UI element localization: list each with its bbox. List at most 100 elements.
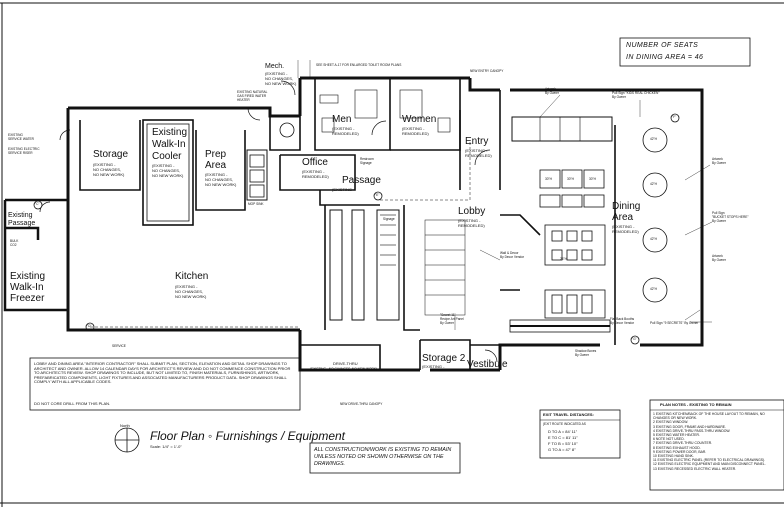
service-water-2: SERVICE WATER (8, 137, 34, 141)
pull-sign-2b: "BUCKET STOPS HERE" (712, 215, 749, 219)
dining-note-1: (EXISTING - (612, 224, 635, 229)
room-entry: Entry (465, 136, 489, 147)
plan-note-item: 5 EXISTING WATER HEATER. (653, 433, 700, 438)
interior-partitions (79, 78, 616, 370)
lobby-note-1: (EXISTING - (458, 218, 481, 223)
wall-decor-2: By Decor Vendor (500, 255, 525, 259)
plan-note-item: 3 EXISTING DOOR, FRAME AND HARDWARE. (653, 424, 726, 429)
room-women: Women (402, 114, 437, 125)
table-tag-5: 42"H (650, 182, 657, 186)
seats-frame (619, 37, 751, 67)
plan-note-item: 13 EXISTING RECESSED ELECTRIC WALL HEATE… (653, 466, 737, 471)
room-lobby: Lobby (458, 206, 486, 217)
cooler-note-2: NO CHANGES, (152, 168, 181, 173)
artwork-2b: By Owner (712, 161, 726, 165)
plan-note-item: 2 EXISTING WINDOW. (653, 420, 689, 425)
sheet-ref-note: SEE SHEET A-17 FOR ENLARGED TOILET ROOM … (316, 63, 402, 67)
mech-note-3: NO NEW WORK) (265, 81, 297, 86)
bulk-co2-2: CO2 (10, 243, 17, 247)
secret-recipe-1: "Secret 11" (440, 313, 456, 317)
exit-row-1: D TO A = 84' 11" (548, 429, 578, 434)
plan-scale: Scale: 1/4" = 1'-0" (150, 444, 182, 449)
storage2-note: (EXISTING - (422, 364, 445, 369)
water-heater-2: GAS FIRED WATER (237, 94, 267, 98)
room-kitchen: Kitchen (175, 271, 209, 282)
room-drive-thru: DRIVE-THRU (333, 361, 358, 366)
room-passage: Passage (342, 175, 381, 186)
restroom-signage-1: Restroom (360, 157, 374, 161)
room-passage-existing-1: Existing (8, 212, 33, 219)
gridline-c: "C" (35, 202, 40, 206)
plan-note-item: 1 EXISTING KITCHEN/BACK OF THE HOUSE LAY… (653, 412, 765, 421)
restroom-signage-2: Signage (360, 161, 372, 165)
exit-travel-subtitle: (EXIT ROUTE INDICATED AS (543, 422, 586, 426)
plan-note-item: 8 EXISTING EXHAUST HOOD. (653, 445, 701, 450)
plan-notes-title: PLAN NOTES - EXISTING TO REMAIN (660, 402, 732, 407)
kitchen-note-3: NO NEW WORK) (175, 294, 207, 299)
water-heater-3: HEATER (237, 98, 250, 102)
office-note-2: REMODELED) (302, 174, 329, 179)
men-note-2: REMODELED) (332, 131, 359, 136)
entry-note-1: (EXISTING - (465, 148, 488, 153)
room-storage: Storage (93, 149, 129, 160)
exit-routes (90, 140, 471, 328)
artwork-1b: By Owner (545, 91, 559, 95)
no-core-drill-note: DO NOT CORE DRILL FROM THIS PLAN. (34, 401, 111, 406)
flat-back-booths-2: By Decor Vendor (610, 321, 635, 325)
pull-sign-3: Pull Sign "9 SECRETS" By Owner (650, 321, 699, 325)
plan-note-item: 6 NOTE NOT USED. (653, 437, 685, 442)
drive-thru-note: (EXISTING - NO CHANGES, NO NEW WORK) (310, 367, 377, 371)
freezer-annex-walls (3, 198, 68, 312)
plan-notes-frame (649, 399, 784, 491)
exit-row-3: F TO B = 53' 10" (548, 441, 578, 446)
plan-note-item: 11 EXISTING ELECTRIC PANEL (REFER TO ELE… (653, 458, 766, 463)
seats-line-1: NUMBER OF SEATS (626, 42, 699, 49)
wall-decor-1: Wall & Decor (500, 251, 519, 255)
pull-sign-2c: By Owner (712, 219, 726, 223)
room-prep-1: Prep (205, 149, 227, 160)
artwork-3a: Artwork (712, 254, 723, 258)
general-note: LOBBY AND DINING AREA "INTERIOR CONTRACT… (34, 361, 291, 385)
prep-note-2: NO CHANGES, (205, 177, 234, 182)
room-freezer-3: Freezer (10, 293, 45, 304)
room-cooler-1: Existing (152, 127, 188, 138)
room-vestibule: Vestibule (467, 359, 508, 370)
secret-recipe-2: Recipe Art Panel (440, 317, 464, 321)
booths (509, 224, 611, 333)
prep-note-3: NO NEW WORK) (205, 182, 237, 187)
storage-note-2: NO CHANGES, (93, 167, 122, 172)
table-tag-3: 30"H (589, 177, 596, 181)
table-tag-8: 24"H (560, 257, 567, 261)
mech-note-2: NO CHANGES, (265, 76, 294, 81)
plan-note-item: 10 EXISTING HAND SINK. (653, 454, 694, 459)
gridline-e: "E" (375, 193, 380, 197)
passage-note: (EXISTING - (332, 187, 355, 192)
plan-title: Floor Plan ◦ Furnishings / Equipment (150, 429, 346, 443)
table-tag-4: 42"H (650, 137, 657, 141)
high-tables (539, 169, 605, 208)
pull-sign-2a: Pull Sign (712, 211, 725, 215)
artwork-1a: Artwork (545, 87, 556, 91)
flat-back-booths-1: Flat Back Booths (610, 317, 635, 321)
lobby-hatch (424, 219, 466, 316)
artwork-3b: By Owner (712, 258, 726, 262)
women-note-2: REMODELED) (402, 131, 429, 136)
kitchen-note-1: (EXISTING - (175, 284, 198, 289)
electric-riser-1: EXISTING ELECTRIC (8, 147, 40, 151)
table-tag-6: 42"H (650, 237, 657, 241)
exit-travel-title: EXIT TRAVEL DISTANCES: (543, 412, 594, 417)
prep-note-1: (EXISTING - (205, 172, 228, 177)
room-freezer-1: Existing (10, 271, 46, 282)
room-dining-2: Area (612, 212, 634, 223)
drive-thru-canopy-note: NEW DRIVE-THRU CANOPY (340, 402, 383, 406)
gridline-markers (33, 113, 680, 345)
storage-note-1: (EXISTING - (93, 162, 116, 167)
exit-travel-frame (539, 409, 621, 459)
north-arrow-symbol (114, 427, 140, 453)
pull-sign-1-by: By Owner (612, 95, 626, 99)
plan-note-item: 7 EXISTING DRIVE-THRU COUNTER. (653, 441, 713, 446)
exit-row-4: G TO A = 47' 8" (548, 447, 576, 452)
cooler-note-1: (EXISTING - (152, 163, 175, 168)
room-cooler-2: Walk-In (152, 139, 186, 150)
